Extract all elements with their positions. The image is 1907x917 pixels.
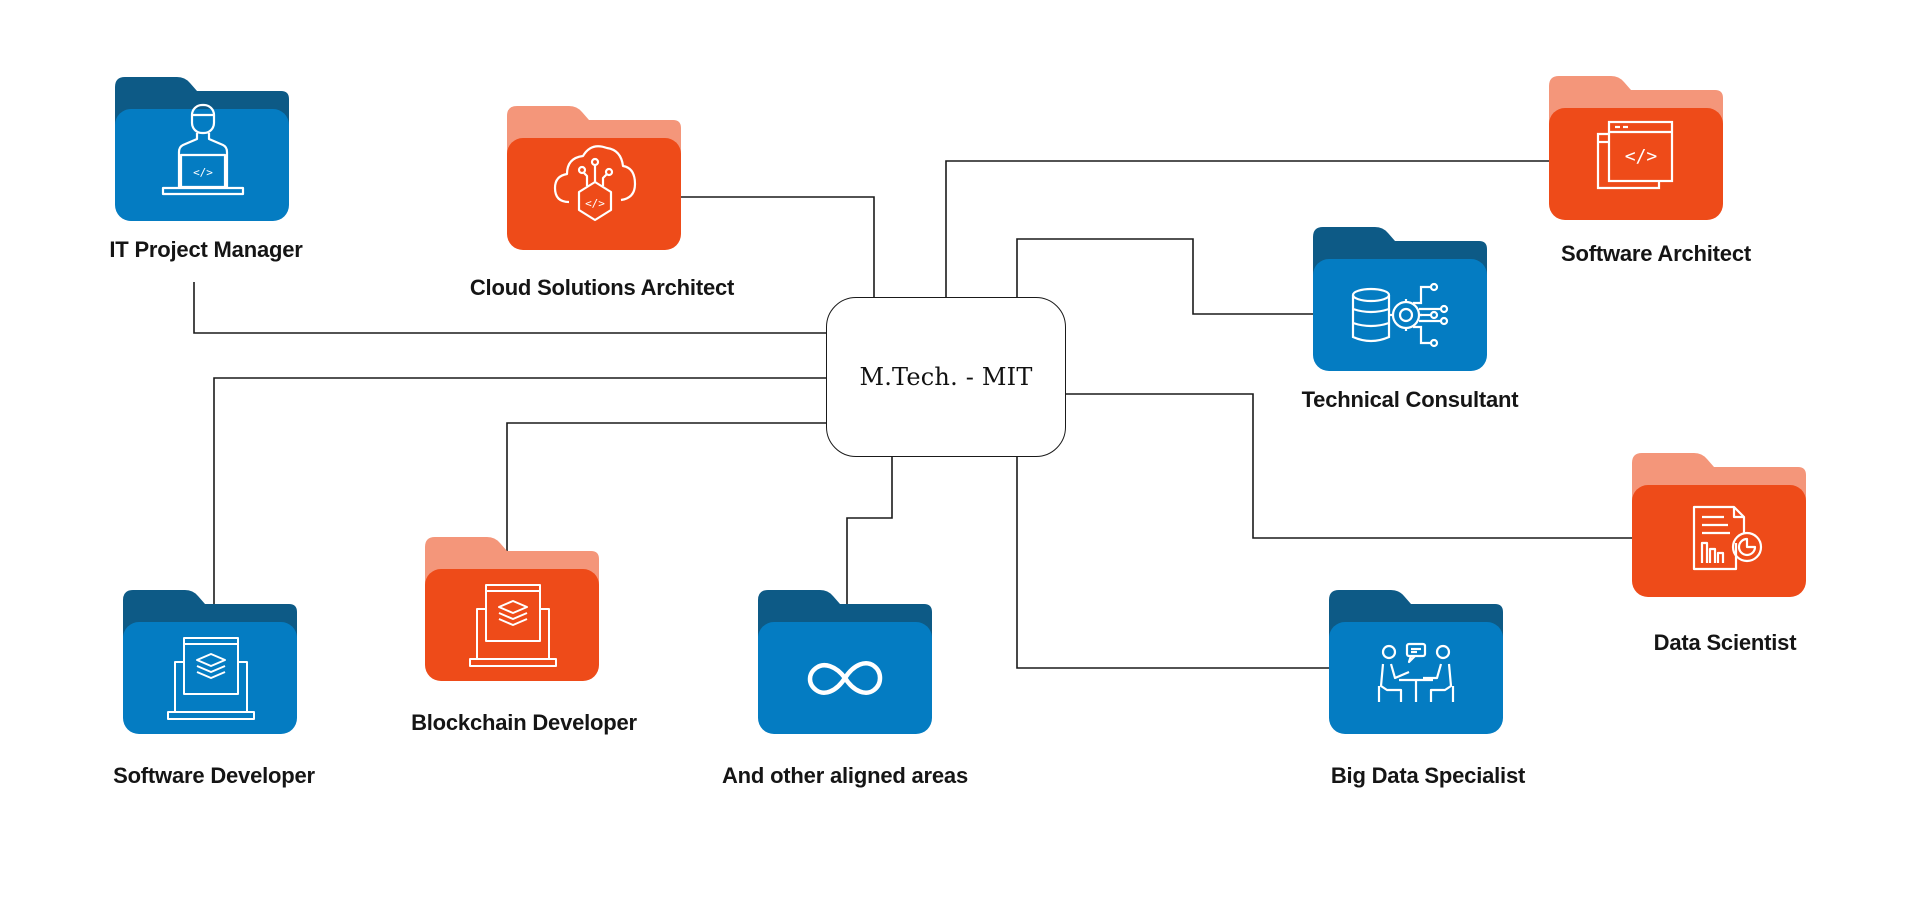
folder-big-data-specialist[interactable] bbox=[1329, 590, 1503, 734]
folder-software-developer[interactable] bbox=[123, 590, 297, 734]
infinity-icon bbox=[807, 661, 883, 695]
folder-it-project-manager[interactable]: </> bbox=[115, 77, 289, 221]
center-node-label: M.Tech. - MIT bbox=[859, 363, 1033, 391]
folder-software-architect[interactable]: </> bbox=[1549, 76, 1723, 220]
label-technical-consultant: Technical Consultant bbox=[1301, 387, 1519, 412]
connector-it-project-manager bbox=[193, 282, 826, 334]
connector-cloud-solutions-architect bbox=[681, 196, 875, 297]
label-other-aligned-areas: And other aligned areas bbox=[721, 763, 969, 788]
svg-text:</>: </> bbox=[1625, 146, 1658, 167]
laptop-layers-icon bbox=[469, 584, 557, 667]
code-window-icon: </> bbox=[1596, 120, 1674, 190]
connector-blockchain-developer bbox=[506, 422, 826, 569]
cloud-code-icon: </> bbox=[553, 145, 637, 222]
center-node[interactable]: M.Tech. - MIT bbox=[826, 297, 1066, 457]
meeting-discussion-icon bbox=[1377, 642, 1455, 702]
folder-data-scientist[interactable] bbox=[1632, 453, 1806, 597]
laptop-layers-icon bbox=[167, 637, 255, 720]
svg-text:</>: </> bbox=[585, 197, 605, 210]
folder-technical-consultant[interactable] bbox=[1313, 227, 1487, 371]
label-cloud-solutions-architect: Cloud Solutions Architect bbox=[469, 275, 735, 300]
label-blockchain-developer: Blockchain Developer bbox=[411, 710, 637, 735]
connector-big-data-specialist bbox=[1016, 457, 1329, 669]
label-software-architect: Software Architect bbox=[1561, 241, 1751, 266]
connector-data-scientist bbox=[1066, 393, 1632, 539]
connector-technical-consultant bbox=[1016, 238, 1313, 315]
connector-software-developer bbox=[213, 377, 826, 622]
connector-other-aligned-areas bbox=[846, 457, 893, 622]
database-gear-icon bbox=[1351, 282, 1449, 348]
folder-cloud-solutions-architect[interactable]: </> bbox=[507, 106, 681, 250]
folder-other-aligned-areas[interactable] bbox=[758, 590, 932, 734]
label-it-project-manager: IT Project Manager bbox=[109, 237, 303, 262]
label-big-data-specialist: Big Data Specialist bbox=[1330, 763, 1526, 788]
folder-blockchain-developer[interactable] bbox=[425, 537, 599, 681]
label-data-scientist: Data Scientist bbox=[1653, 630, 1797, 655]
label-software-developer: Software Developer bbox=[113, 763, 315, 788]
connector-software-architect bbox=[945, 160, 1549, 297]
svg-text:</>: </> bbox=[193, 166, 213, 179]
report-chart-icon bbox=[1692, 505, 1763, 571]
developer-at-laptop-icon: </> bbox=[161, 103, 245, 196]
